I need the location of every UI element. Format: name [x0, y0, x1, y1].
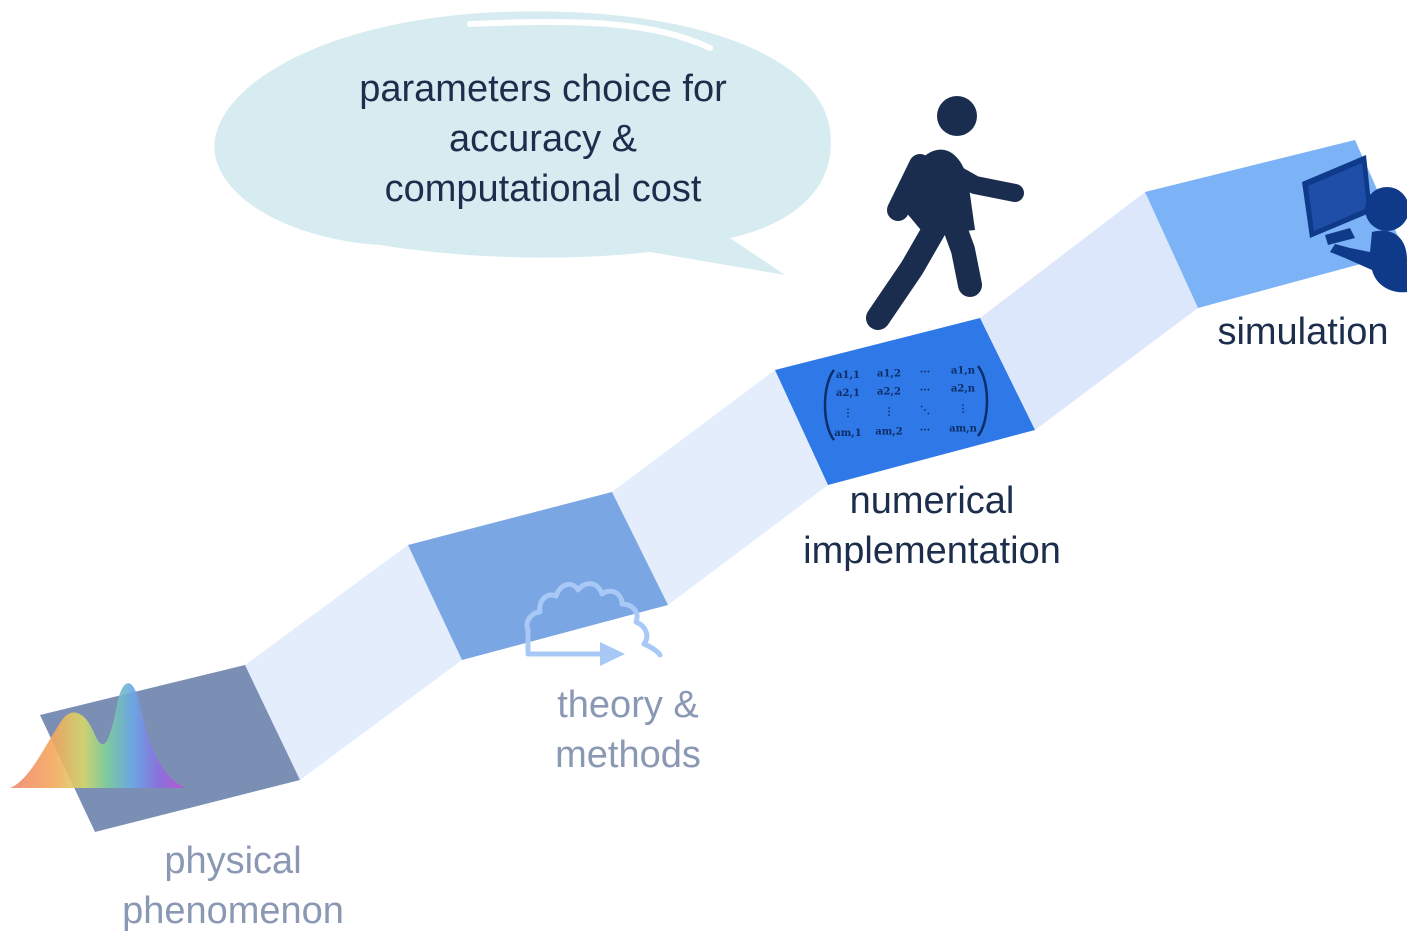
label-numerical-implementation-line-2: implementation [803, 530, 1061, 572]
bubble-line-1: parameters choice for [359, 68, 727, 110]
label-numerical-implementation-line-1: numerical [849, 480, 1015, 522]
label-physical-phenomenon-line-1: physical [164, 840, 302, 882]
spectrum-icon [10, 683, 185, 788]
connector-1 [245, 545, 462, 780]
bubble-line-3: computational cost [384, 168, 702, 210]
matrix-cell: ⋱ [920, 405, 930, 416]
label-numerical-implementation: numerical implementation [782, 476, 1082, 576]
label-theory-methods-line-2: methods [555, 734, 701, 776]
matrix-cell: ··· [920, 425, 930, 436]
label-theory-methods-line-1: theory & [557, 684, 699, 726]
label-theory-methods: theory & methods [518, 680, 738, 780]
matrix-cell: am,n [949, 424, 978, 435]
matrix-cell: ⋮ [958, 404, 968, 415]
label-physical-phenomenon: physical phenomenon [108, 836, 358, 936]
bubble-shape [214, 11, 831, 275]
matrix-cell: ⋮ [884, 407, 894, 418]
connector-3 [980, 192, 1198, 430]
bubble-line-2: accuracy & [449, 118, 637, 160]
matrix-cell: ⋮ [843, 408, 853, 419]
walking-person-icon [866, 96, 1024, 330]
speech-bubble [214, 11, 831, 275]
label-simulation: simulation [1200, 307, 1406, 357]
matrix-cell: a1,2 [877, 369, 901, 380]
matrix-cell: a1,1 [836, 370, 860, 381]
matrix-cell: am,2 [875, 427, 903, 438]
bubble-text: parameters choice for accuracy & computa… [300, 64, 786, 214]
step-panel-physical-phenomenon [40, 665, 300, 832]
matrix-cell: am,1 [834, 428, 862, 439]
bubble-highlight [467, 18, 713, 51]
step-panel-numerical-implementation [775, 318, 1035, 485]
matrix-cell: a1,n [951, 366, 976, 377]
connector-2 [612, 370, 828, 605]
matrix-cell: ··· [920, 385, 930, 396]
matrix-cell: a2,1 [836, 388, 860, 399]
matrix-cell: ··· [920, 367, 930, 378]
matrix-cell: a2,n [951, 384, 976, 395]
matrix-cell: a2,2 [877, 387, 901, 398]
step-panel-theory-methods [408, 492, 668, 660]
person-at-computer-icon [1302, 155, 1407, 293]
wave-arrow-icon [524, 581, 663, 666]
label-simulation-line-1: simulation [1217, 311, 1389, 353]
label-physical-phenomenon-line-2: phenomenon [122, 890, 344, 932]
matrix-icon: a1,1 a1,2 ··· a1,n a2,1 a2,2 ··· a2,n ⋮ ⋮ ⋱ ⋮ am,1 am… [823, 365, 989, 441]
